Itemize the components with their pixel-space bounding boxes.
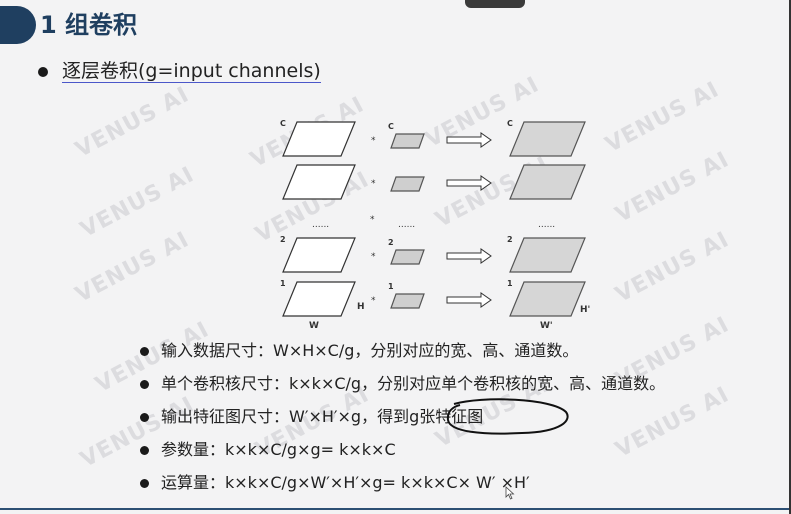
output-feature-slice (509, 237, 586, 273)
bullet-dot (140, 446, 149, 455)
kernel-channel-label: C (388, 122, 394, 131)
section-title: 1 组卷积 (40, 11, 138, 39)
output-feature-slice (509, 281, 586, 317)
bullet-flops: 运算量：k×k×C/g×W′×H′×g= k×k×C× W′ ×H′ (140, 466, 665, 499)
input-channel-slice (282, 121, 356, 157)
conv-operator: * (371, 252, 376, 262)
window-control-strip[interactable] (465, 0, 525, 8)
output-channel-label: 2 (507, 235, 513, 244)
ellipsis-input: ...... (312, 220, 329, 230)
arrow-icon (446, 175, 492, 191)
output-height-label: H' (580, 305, 590, 315)
bullet-kernel-size: 单个卷积核尺寸：k×k×C/g，分别对应单个卷积核的宽、高、通道数。 (140, 367, 665, 400)
bullet-params: 参数量：k×k×C/g×g= k×k×C (140, 433, 665, 466)
channel-label: 1 (280, 279, 286, 288)
output-feature-slice (509, 164, 586, 200)
ellipsis-operator: * (370, 215, 375, 225)
arrow-icon (446, 292, 492, 308)
input-channel-slice (282, 237, 356, 273)
output-width-label: W' (540, 321, 553, 331)
bullet-input-size: 输入数据尺寸：W×H×C/g，分别对应的宽、高、通道数。 (140, 334, 665, 367)
title-accent-bar (0, 6, 36, 44)
width-label: W (309, 321, 319, 331)
bullet-output-size: 输出特征图尺寸：W′×H′×g，得到g张特征图 (140, 400, 665, 433)
arrow-icon (446, 132, 492, 148)
ellipsis-output: ...... (538, 220, 555, 230)
subtitle-text: 逐层卷积(g=input channels) (62, 60, 321, 83)
handwritten-circle-annotation (446, 398, 569, 435)
bullet-dot (38, 66, 48, 77)
output-channel-label: 1 (507, 279, 513, 288)
channel-label: 2 (280, 235, 286, 244)
subtitle-line: 逐层卷积(g=input channels) (38, 58, 321, 84)
height-label: H (357, 302, 365, 312)
kernel-channel-label: 1 (388, 282, 394, 291)
footer-divider (0, 508, 791, 510)
bullet-list: 输入数据尺寸：W×H×C/g，分别对应的宽、高、通道数。 单个卷积核尺寸：k×k… (140, 334, 665, 499)
kernel-slice (390, 133, 425, 149)
kernel-slice (390, 176, 425, 192)
input-channel-slice (282, 281, 356, 317)
kernel-slice (390, 249, 425, 265)
bullet-dot (140, 479, 149, 488)
input-channel-slice (282, 164, 356, 200)
conv-operator: * (371, 296, 376, 306)
bullet-dot (140, 413, 149, 422)
bullet-dot (140, 347, 149, 356)
arrow-icon (446, 248, 492, 264)
mouse-pointer-icon (505, 486, 515, 500)
window-edge (789, 0, 791, 514)
conv-operator: * (371, 179, 376, 189)
bullet-dot (140, 380, 149, 389)
output-feature-slice (509, 121, 586, 157)
conv-operator: * (371, 136, 376, 146)
ellipsis-kernel: ...... (398, 220, 415, 230)
kernel-channel-label: 2 (388, 238, 394, 247)
channel-label: C (280, 119, 286, 128)
kernel-slice (390, 293, 425, 309)
output-channel-label: C (507, 119, 513, 128)
